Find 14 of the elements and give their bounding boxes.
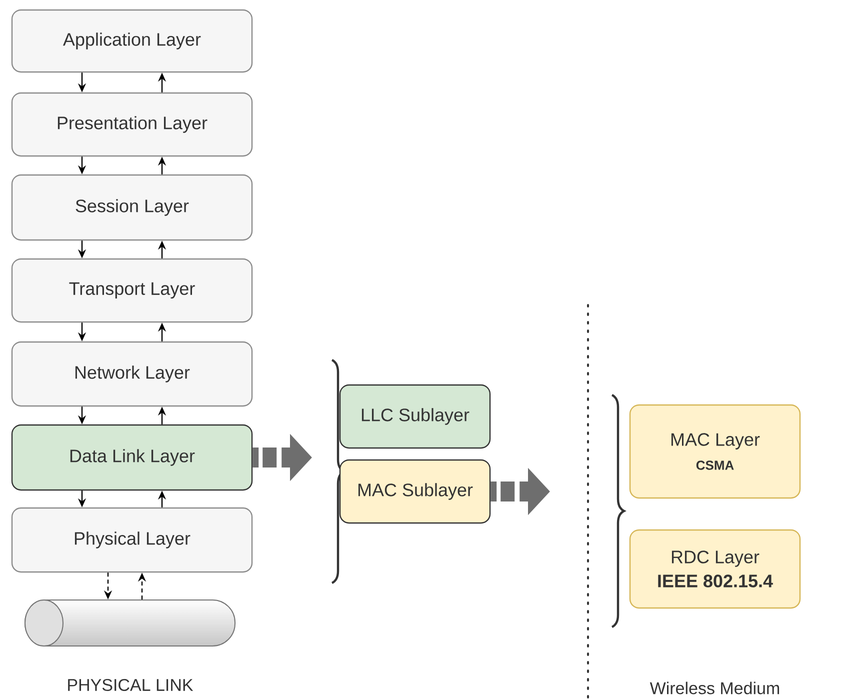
cylinder [24, 600, 236, 646]
layer-box: MAC Layer CSMA [629, 404, 801, 499]
layer-box: Transport Layer [11, 258, 253, 323]
layer-box: LLC Sublayer [339, 384, 491, 449]
caption-text: PHYSICAL LINK [68, 678, 194, 692]
layer-box: RDC Layer IEEE 802.15.4 [629, 529, 801, 609]
layer-box: Presentation Layer [11, 92, 253, 157]
layer-box: Application Layer [11, 9, 253, 73]
layer-box: Network Layer [11, 341, 253, 407]
layer-box: MAC Sublayer [339, 459, 491, 524]
layer-box: Data Link Layer [11, 424, 253, 491]
caption-text: Wireless Medium [650, 682, 780, 694]
layer-box: Physical Layer [11, 507, 253, 573]
layer-box: Session Layer [11, 174, 253, 241]
